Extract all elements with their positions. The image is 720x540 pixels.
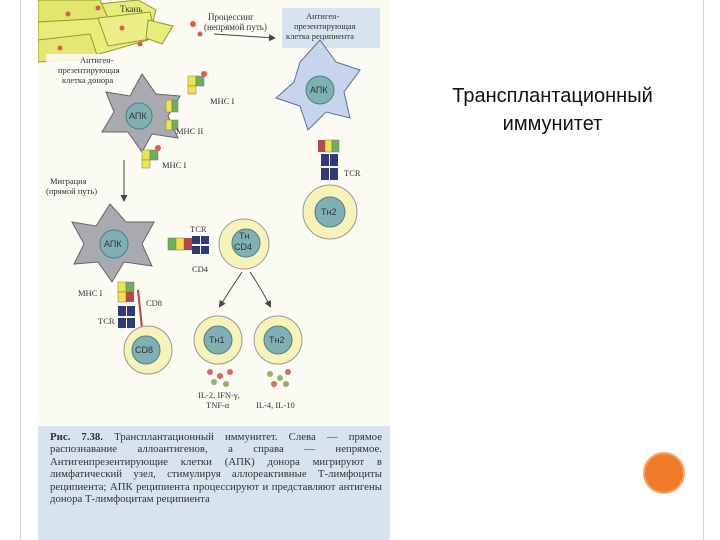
label-cd8-marker: CD8	[146, 298, 162, 308]
mhc-complex-top	[187, 71, 207, 95]
label-cytokines-th1-2: TNF-α	[206, 400, 230, 410]
label-processing-1: Процессинг	[208, 12, 254, 22]
label-recipient-apc-3: клетка реципиента	[286, 31, 354, 41]
cytokines-th2	[267, 369, 291, 387]
label-cytokines-th2: IL-4, IL-10	[256, 400, 295, 410]
figure-caption-text: Рис. 7.38. Трансплантационный иммунитет.…	[38, 426, 390, 505]
th1-cell: Тн1	[193, 315, 243, 365]
label-apc-recipient: АПК	[310, 85, 328, 95]
label-apc-donor-top: АПК	[129, 111, 147, 121]
th2-cell-top: Тн2	[302, 184, 358, 240]
th-cd4-cell: Тн CD4	[218, 218, 270, 270]
label-cd4-marker: CD4	[192, 264, 209, 274]
donor-apc-top: АПК	[101, 73, 181, 153]
label-mhc1-top: MHC I	[210, 96, 234, 106]
cd8-cell: CD8	[123, 325, 173, 375]
figure-caption-body: Трансплантационный иммунитет. Слева — пр…	[50, 431, 382, 506]
label-processing-2: (непрямой путь)	[204, 22, 267, 32]
label-apc-donor-lower: АПК	[104, 239, 122, 249]
slide-title-line-2: иммунитет	[502, 113, 603, 135]
label-migration-1: Миграция	[50, 176, 87, 186]
label-tcr-recipient: TCR	[344, 168, 361, 178]
slide-title-line-1: Трансплантационный	[452, 85, 653, 107]
label-migration-2: (прямой путь)	[46, 186, 97, 196]
cytokines-th1	[207, 369, 233, 387]
label-donor-apc-1: Антиген-	[80, 55, 114, 65]
donor-apc-lower: АПК	[71, 203, 155, 283]
label-cd8-cell: CD8	[135, 345, 153, 355]
figure-diagram: Ткань Процессинг (непрямой путь) Антиген…	[38, 0, 380, 410]
label-donor-apc-3: клетка донора	[62, 75, 113, 85]
tcr-complex-cd4	[167, 236, 209, 254]
th2-cell-bottom: Тн2	[253, 315, 303, 365]
label-th2-top: Тн2	[321, 207, 336, 217]
label-tissue: Ткань	[120, 4, 142, 14]
figure-number: Рис. 7.38.	[50, 431, 103, 443]
tcr-complex-recipient	[318, 139, 340, 180]
tcr-complex-cd8	[117, 281, 143, 329]
donor-tissue	[38, 0, 174, 63]
label-donor-apc-2: презентирующая	[58, 65, 120, 75]
figure-caption: Рис. 7.38. Трансплантационный иммунитет.…	[38, 426, 390, 540]
slide-title: Трансплантационный иммунитет	[410, 82, 695, 138]
label-recipient-apc-1: Антиген-	[306, 11, 340, 21]
mhc-complex-mid	[141, 145, 161, 169]
label-th-cd4-1: Тн	[239, 231, 249, 241]
label-mhc2: MHC II	[176, 126, 203, 136]
recipient-apc: АПК	[275, 39, 361, 131]
decorative-orange-circle	[643, 452, 685, 494]
left-margin-line	[20, 0, 21, 540]
label-th2-bottom: Тн2	[269, 335, 284, 345]
label-th-cd4-2: CD4	[234, 242, 252, 252]
label-tcr-cd4: TCR	[190, 224, 207, 234]
right-margin-line	[703, 0, 704, 540]
label-mhc1-mid: MHC I	[162, 160, 186, 170]
label-th1: Тн1	[209, 335, 224, 345]
label-mhc1-lower: MHC I	[78, 288, 102, 298]
label-recipient-apc-2: презентирующая	[294, 21, 356, 31]
label-cytokines-th1-1: IL-2, IFN-γ,	[198, 390, 240, 400]
label-tcr-cd8: TCR	[98, 316, 115, 326]
